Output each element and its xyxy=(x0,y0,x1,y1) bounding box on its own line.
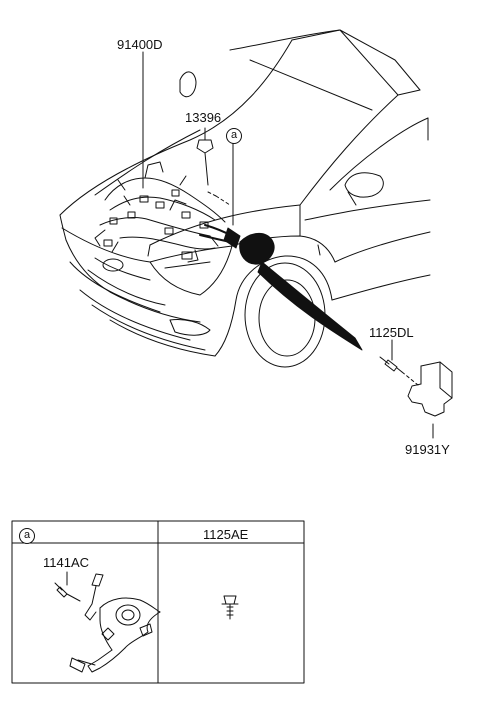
table-right-bolt xyxy=(221,595,239,620)
table-header-1125ae: 1125AE xyxy=(203,527,249,542)
car-outline xyxy=(59,29,431,368)
leader-lines-top xyxy=(142,51,234,226)
table-left-illustration xyxy=(54,571,161,673)
part-label-91400d: 91400D xyxy=(117,37,163,52)
part-label-13396: 13396 xyxy=(185,110,222,125)
bracket-91931y xyxy=(401,361,453,439)
reference-marker-a: a xyxy=(226,128,242,144)
parts-table xyxy=(11,520,305,684)
table-header-marker-a: a xyxy=(19,528,35,544)
engine-harness-drawing xyxy=(94,161,233,263)
part-label-91931y: 91931Y xyxy=(405,442,450,457)
main-cable xyxy=(223,227,363,351)
bolt-1125dl xyxy=(379,339,403,373)
clip-13396 xyxy=(196,127,214,154)
part-label-1141ac: 1141AC xyxy=(43,555,90,570)
part-label-1125dl: 1125DL xyxy=(369,325,414,340)
